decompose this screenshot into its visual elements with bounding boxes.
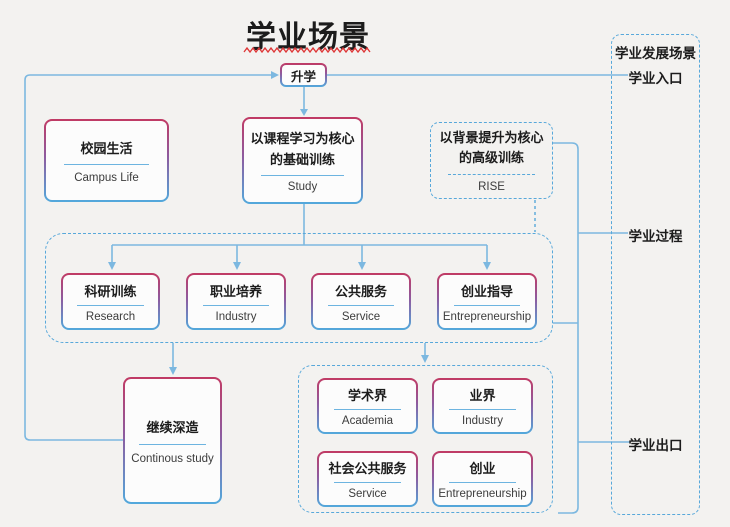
node-vocational: 职业培养 Industry (186, 273, 286, 330)
node-label-zh: 创业 (469, 461, 496, 476)
side-panel-heading: 学业发展场景 (615, 46, 696, 61)
separator (448, 482, 517, 483)
node-rise: 以背景提升为核心 的高级训练 RISE (430, 122, 553, 199)
node-label-en: Campus Life (74, 171, 139, 184)
node-label-zh: 继续深造 (146, 419, 199, 435)
node-label-zh: 社会公共服务 (328, 461, 407, 476)
node-label-en: Industry (215, 310, 257, 323)
node-shengxue: 升学 (280, 63, 327, 87)
node-label-en: RISE (478, 181, 505, 193)
node-campus-life: 校园生活 Campus Life (44, 119, 169, 202)
separator (333, 409, 402, 410)
node-label-en: Industry (462, 415, 503, 427)
node-label-en: Service (348, 488, 387, 500)
node-shengxue-label: 升学 (290, 69, 316, 84)
side-label-process: 学业过程 (628, 229, 683, 244)
node-label-zh: 业界 (469, 388, 496, 403)
node-label-zh: 职业培养 (209, 283, 262, 299)
node-startup-guidance: 创业指导 Entrepreneurship (437, 273, 537, 330)
side-label-exit: 学业出口 (628, 438, 683, 453)
node-label-zh: 创业指导 (460, 283, 513, 299)
node-academia: 学术界 Academia (317, 378, 418, 434)
node-public-service: 公共服务 Service (311, 273, 411, 330)
node-research: 科研训练 Research (61, 273, 160, 330)
node-label-en: Entrepreneurship (438, 488, 527, 500)
separator (139, 443, 206, 445)
node-label-en: Entrepreneurship (442, 310, 532, 323)
node-label-zh-line1: 以背景提升为核心 (439, 130, 544, 145)
node-label-zh: 公共服务 (334, 283, 387, 299)
separator (77, 304, 144, 306)
title-underline-squiggle (243, 46, 371, 54)
separator (261, 175, 344, 176)
process-group-container (45, 233, 553, 343)
node-label-zh-line1: 以课程学习为核心 (250, 131, 355, 146)
node-label-zh: 校园生活 (80, 140, 133, 156)
node-study: 以课程学习为核心 的基础训练 Study (242, 117, 363, 204)
side-label-entry: 学业入口 (628, 71, 683, 86)
node-continue-study: 继续深造 Continous study (123, 377, 222, 504)
node-label-en: Service (341, 310, 381, 323)
separator (63, 163, 150, 165)
node-label-en: Continous study (131, 452, 214, 465)
separator (333, 482, 402, 483)
node-label-en: Academia (341, 415, 394, 427)
node-startup-exit: 创业 Entrepreneurship (432, 451, 533, 507)
node-social-public-service: 社会公共服务 Service (317, 451, 418, 507)
exit-group-container (298, 365, 553, 513)
node-label-en: Research (85, 310, 136, 323)
separator (327, 304, 395, 306)
node-label-zh: 科研训练 (84, 283, 137, 299)
node-label-zh: 学术界 (347, 388, 387, 403)
separator (447, 174, 536, 175)
arrowhead-icons (108, 71, 491, 375)
node-label-zh-line2: 的基础训练 (269, 152, 335, 167)
separator (448, 409, 517, 410)
side-panel (611, 34, 700, 515)
node-industry-exit: 业界 Industry (432, 378, 533, 434)
separator (453, 304, 521, 306)
node-label-en: Study (287, 181, 318, 193)
separator (202, 304, 270, 306)
node-label-zh-line2: 的高级训练 (458, 150, 524, 165)
